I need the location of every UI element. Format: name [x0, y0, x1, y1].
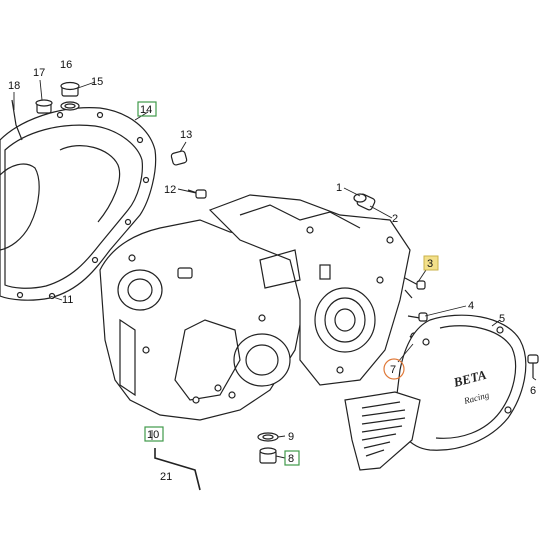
callout-5: 5	[499, 313, 505, 325]
ribbed-guard-part	[344, 391, 421, 471]
callout-21-text: 21	[160, 471, 172, 483]
callout-4: 4	[468, 300, 474, 312]
lever-21-part	[154, 448, 201, 491]
clutch-cover-part	[0, 107, 157, 301]
callout-6: 6	[530, 385, 536, 397]
callout-1-text: 1	[336, 182, 342, 194]
callout-4-text: 4	[468, 300, 474, 312]
callout-10-text: 10	[147, 429, 159, 441]
bolt-6-part	[527, 354, 539, 378]
callout-2-text: 2	[392, 213, 398, 225]
callout-13-text: 13	[180, 129, 192, 141]
callout-3: 3	[423, 255, 439, 271]
crankcase-right-half	[208, 194, 411, 386]
callout-10: 10	[144, 426, 164, 442]
callout-9-text: 9	[288, 431, 294, 443]
callout-3-text: 3	[427, 258, 433, 270]
callout-1: 1	[336, 182, 342, 194]
callout-18: 18	[8, 80, 20, 92]
callout-2: 2	[392, 213, 398, 225]
callout-13: 13	[180, 129, 192, 141]
callout-8: 8	[284, 450, 300, 466]
callout-17: 17	[33, 67, 45, 79]
callout-labels: 1 2 3 4 5 6 7 8	[8, 59, 536, 483]
callout-15: 15	[91, 76, 103, 88]
callout-5-text: 5	[499, 313, 505, 325]
callout-16: 16	[60, 59, 72, 71]
callout-7-text: 7	[390, 364, 396, 376]
callout-14-text: 14	[140, 104, 152, 116]
callout-17-text: 17	[33, 67, 45, 79]
ignition-cover-part: BETA Racing	[394, 314, 527, 451]
callout-7: 7	[383, 358, 405, 380]
oil-plug-parts	[11, 81, 80, 141]
drain-plug-parts	[257, 432, 279, 464]
callout-11: 11	[62, 294, 73, 306]
callout-14: 14	[137, 101, 157, 117]
callout-12: 12	[164, 184, 176, 196]
callout-21: 21	[160, 471, 172, 483]
callout-8-text: 8	[288, 453, 294, 465]
callout-11-text: 11	[62, 294, 73, 306]
callout-16-text: 16	[60, 59, 72, 71]
crankcase-left-half	[99, 219, 306, 421]
callout-9: 9	[288, 431, 294, 443]
callout-12-text: 12	[164, 184, 176, 196]
callout-15-text: 15	[91, 76, 103, 88]
callout-18-text: 18	[8, 80, 20, 92]
callout-6-text: 6	[530, 385, 536, 397]
